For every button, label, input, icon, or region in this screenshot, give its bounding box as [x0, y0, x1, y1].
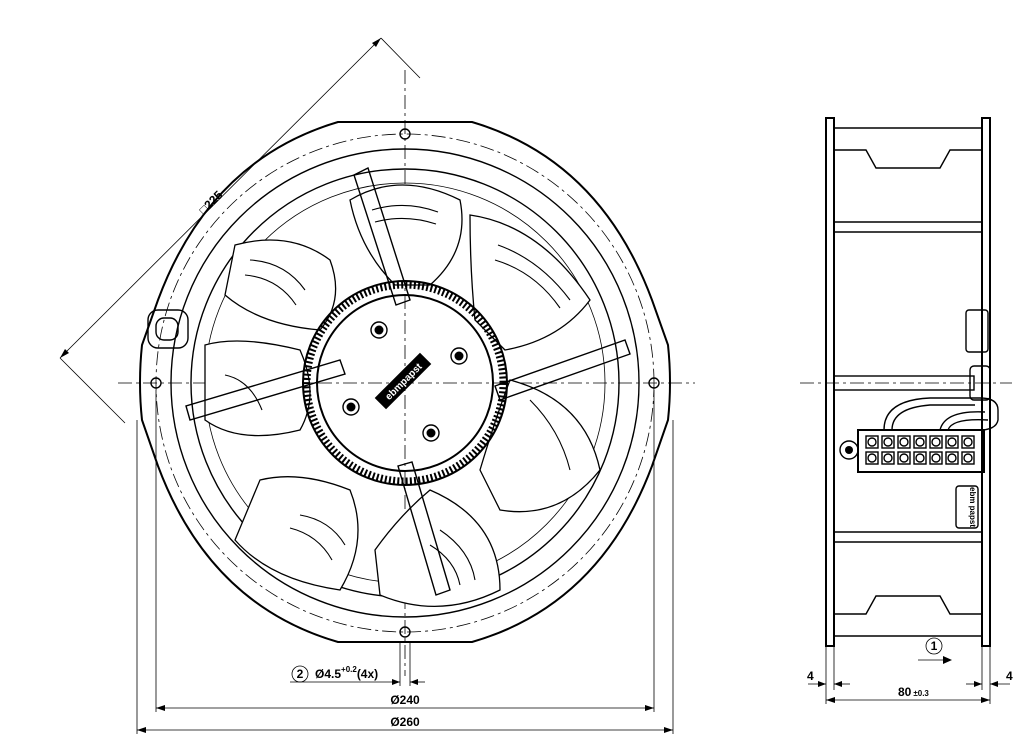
airflow-direction: 1: [918, 637, 952, 664]
callout-number-1: 1: [931, 639, 938, 653]
front-view: □225: [59, 37, 695, 734]
hub-serration-ring: [303, 281, 507, 485]
callout-number-2: 2: [297, 667, 304, 681]
callout-circle-2: [291, 665, 309, 683]
bolt-circle-dimension: Ø240: [155, 390, 655, 712]
brand-label: ebmpapst: [374, 352, 432, 410]
mounting-hole-bottom: [399, 626, 411, 638]
motor-hub: [316, 294, 494, 472]
terminal-block: [839, 429, 985, 473]
hub-outer: [302, 280, 508, 486]
right-flange: [981, 117, 991, 647]
outer-diameter-dimension: Ø260: [136, 420, 674, 734]
impeller-blades: [204, 184, 601, 607]
venturi-outer-ring: [170, 148, 640, 618]
side-cable-gland: [965, 309, 989, 353]
fan-housing: [139, 121, 671, 643]
blade-slots: [224, 204, 571, 586]
hole-diameter-label: Ø4.5+0.2(4x): [315, 665, 378, 681]
cable-gland-slot: [147, 309, 189, 349]
bottom-recess: [834, 595, 982, 615]
brand-label-text: ebmpapst: [383, 361, 425, 403]
bolt-circle: [155, 133, 655, 633]
mounting-holes: [150, 128, 660, 638]
outer-diameter-label: Ø260: [390, 715, 420, 729]
callout-circle-1: [925, 637, 943, 655]
depth-dim-label: 80±0.3: [898, 685, 929, 699]
motor-shaft: [833, 375, 975, 391]
housing-struts: [185, 167, 631, 596]
left-flange: [825, 117, 835, 647]
bolt-circle-label: Ø240: [390, 693, 420, 707]
motor-screws: [342, 321, 468, 442]
side-view: ebm papst 1 4 4: [800, 117, 1013, 704]
mounting-hole-top: [399, 128, 411, 140]
top-recess: [834, 149, 982, 169]
right-flange-dim-label: 4: [1006, 669, 1013, 683]
side-label-plate: ebm papst: [955, 485, 979, 529]
side-body: [834, 127, 982, 637]
side-label-text: ebm papst: [968, 487, 977, 527]
mounting-hole-left: [150, 377, 162, 389]
hole-dimension: 2 Ø4.5+0.2(4x): [290, 642, 425, 686]
side-dimensions: 4 4 80±0.3: [807, 646, 1013, 704]
wiring: [883, 397, 999, 431]
mounting-hole-right: [648, 377, 660, 389]
left-flange-dim-label: 4: [807, 669, 814, 683]
